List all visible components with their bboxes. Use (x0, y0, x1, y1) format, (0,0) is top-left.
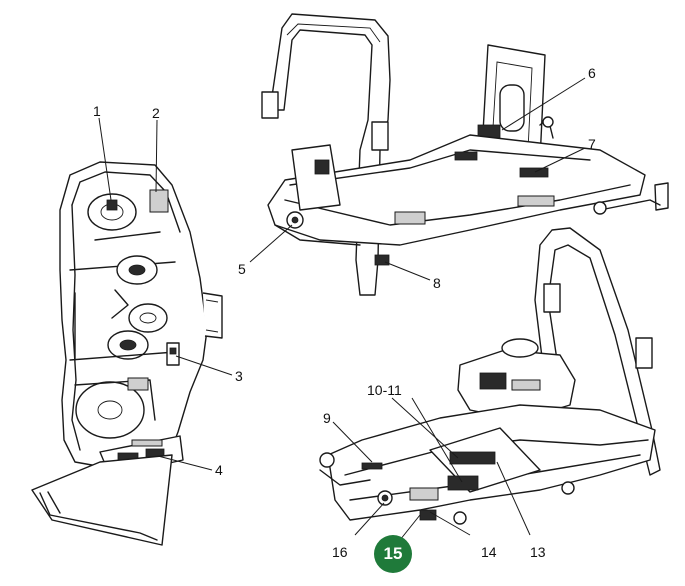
figure-number-badge: 15 (374, 535, 412, 573)
tractor-frame-lower (319, 227, 661, 525)
callout-1: 1 (93, 103, 101, 119)
callout-10-11: 10-11 (367, 382, 402, 398)
callout-4: 4 (215, 462, 223, 478)
callout-3: 3 (235, 368, 243, 384)
callout-2: 2 (152, 105, 160, 121)
callout-8: 8 (433, 275, 441, 291)
mower-deck (31, 161, 223, 546)
callout-16: 16 (332, 544, 348, 560)
callout-9: 9 (323, 410, 331, 426)
callout-6: 6 (588, 65, 596, 81)
callout-7: 7 (588, 136, 596, 152)
tractor-frame-upper (261, 13, 669, 296)
callout-13: 13 (530, 544, 546, 560)
leader-lines (98, 77, 586, 541)
callout-14: 14 (481, 544, 497, 560)
callout-5: 5 (238, 261, 246, 277)
